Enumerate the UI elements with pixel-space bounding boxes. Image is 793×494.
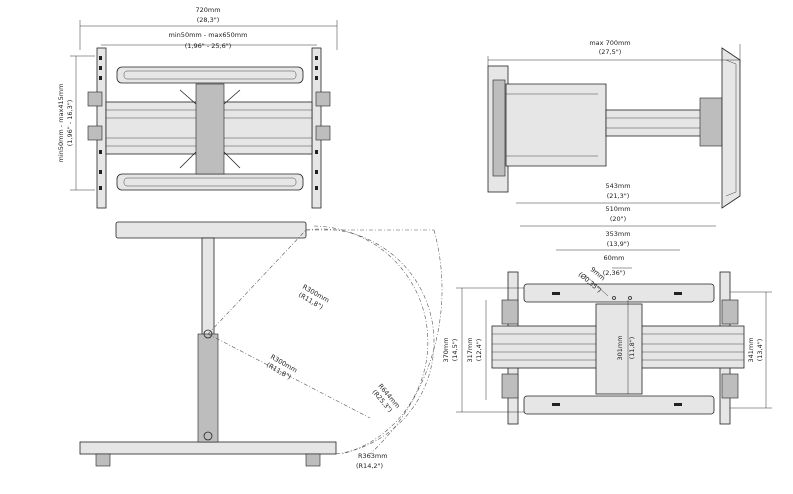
front-span-mm: min50mm - max650mm (169, 31, 248, 39)
front-height-in: (1,96" - 16,3") (66, 100, 74, 146)
wall-d510-mm: 510mm (605, 205, 630, 213)
front-span-in: (1,96" - 25,6") (185, 42, 231, 50)
wall-d370-in: (14,5") (451, 339, 459, 362)
wall-d510-in: (20") (610, 215, 626, 223)
wall-d543-in: (21,3") (607, 192, 630, 200)
top-r363-in: (R14,2") (356, 462, 383, 470)
side-depth-mm: max 700mm (589, 39, 630, 47)
top-view (79, 221, 443, 467)
wall-d370-mm: 370mm (442, 337, 450, 362)
wall-d317-mm: 317mm (466, 337, 474, 362)
front-width-mm: 720mm (195, 6, 220, 14)
side-depth-in: (27,5") (599, 48, 622, 56)
wall-d353-mm: 353mm (605, 230, 630, 238)
wall-d341-mm: 341mm (747, 337, 755, 362)
wall-d60-mm: 60mm (604, 254, 625, 262)
wall-d353-in: (13,9") (607, 240, 630, 248)
wall-d301-mm: 301mm (616, 335, 624, 360)
wall-d301-in: (11,8") (628, 337, 636, 360)
wall-plate-view (491, 271, 745, 425)
wall-plate-dimensions: 543mm (21,3") 510mm (20") 353mm (13,9") … (442, 182, 772, 413)
front-height-mm: min50mm - max415mm (57, 84, 65, 163)
front-view (87, 47, 331, 209)
top-r363-mm: R363mm (358, 452, 388, 460)
wall-d60-in: (2,36") (603, 269, 626, 277)
side-view (487, 47, 741, 209)
front-dimensions: 720mm (28,3") min50mm - max650mm (1,96" … (57, 6, 338, 191)
wall-d317-in: (12,4") (475, 339, 483, 362)
front-width-in: (28,3") (197, 16, 220, 24)
wall-d543-mm: 543mm (605, 182, 630, 190)
wall-d341-in: (13,4") (756, 339, 764, 362)
side-dimensions: max 700mm (27,5") (487, 39, 741, 66)
